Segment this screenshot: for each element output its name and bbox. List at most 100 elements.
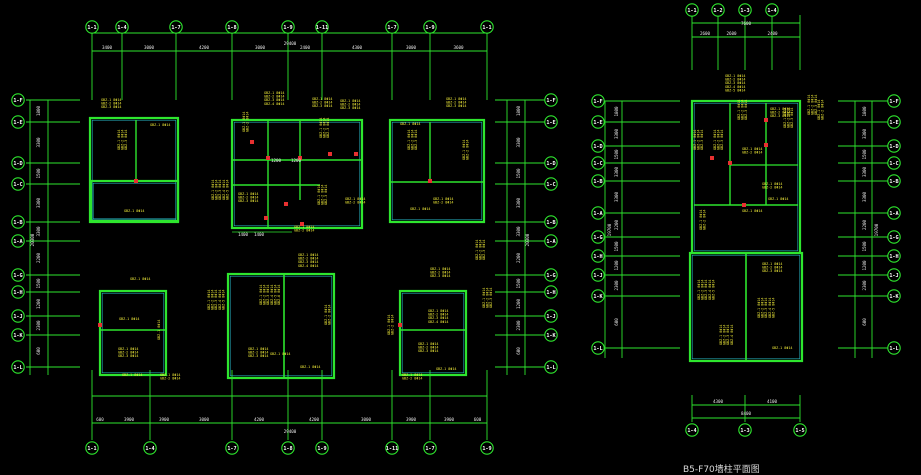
axis-bubble <box>225 20 239 34</box>
axis-bubble <box>887 341 901 355</box>
axis-bubble-label: 1-1 <box>482 25 491 31</box>
dimension-value: 600 <box>96 417 104 422</box>
room-block-sw <box>98 289 168 377</box>
dimension-total: 19700 <box>874 223 879 236</box>
column-marker <box>428 179 432 183</box>
axis-bubble-label: 1-H <box>593 254 602 260</box>
axis-bubble-label: 1-8 <box>227 25 236 31</box>
axis-bubble-label: 1-J <box>546 314 555 320</box>
rebar-annotation: GBZ-2 8Φ14 <box>787 108 791 128</box>
rebar-annotation: GBZ-3 8Φ14 <box>489 288 493 308</box>
column-marker <box>354 152 358 156</box>
rebar-annotation: GBZ-1 8Φ14 <box>742 209 762 213</box>
wall-inner-line <box>401 292 465 374</box>
rebar-annotation: GBZ-2 8Φ14 <box>466 140 470 160</box>
rebar-annotation: GBZ-1 8Φ14 <box>117 130 121 150</box>
axis-bubble <box>685 3 699 17</box>
dimension-value: 3300 <box>516 137 521 148</box>
rebar-annotation: GBZ-3 8Φ14 <box>418 349 438 353</box>
wall-inner-line <box>92 182 177 220</box>
column-marker <box>398 323 402 327</box>
rebar-annotation: GBZ-1 8Φ14 <box>757 298 761 318</box>
axis-bubble-label: 1-4 <box>687 428 696 434</box>
axis-bubble <box>385 441 399 455</box>
axis-bubble-label: 1-4 <box>117 25 126 31</box>
column-marker <box>300 222 304 226</box>
dimension-value: 4200 <box>254 417 265 422</box>
rebar-annotation: GBZ-5 8Φ14 <box>771 298 775 318</box>
column-marker <box>134 179 138 183</box>
dimension-total: 19700 <box>607 223 612 236</box>
axis-bubble <box>887 289 901 303</box>
rebar-annotation: GBZ-3 8Φ14 <box>446 104 466 108</box>
axis-bubble-label: 1-9 <box>425 25 434 31</box>
axis-bubble <box>544 115 558 129</box>
dimension-value: 600 <box>862 318 867 326</box>
dimension-value: 3400 <box>102 45 113 50</box>
rebar-annotation: GBZ-1 8Φ14 <box>160 373 180 377</box>
rebar-annotation: GBZ-1 8Φ14 <box>430 267 450 271</box>
axis-bubble-label: 1-D <box>593 144 602 150</box>
axis-bubble-label: 1-A <box>889 211 899 217</box>
dimension-value: 3300 <box>862 128 867 139</box>
axis-bubble-label: 1-G <box>546 273 555 279</box>
rebar-annotation: GBZ-2 8Φ14 <box>761 298 765 318</box>
dimension-value: 1200 <box>614 260 619 271</box>
rebar-annotation: GBZ-2 8Φ14 <box>264 95 284 99</box>
axis-bubble-label: 1-K <box>889 294 899 300</box>
axis-bubble-label: 1-3 <box>740 428 749 434</box>
column-marker <box>264 216 268 220</box>
rebar-annotation: GBZ-4 8Φ14 <box>428 320 448 324</box>
rebar-annotation: GBZ-1 8Φ14 <box>259 285 263 305</box>
rebar-annotation: GBZ-2 8Φ14 <box>725 78 745 82</box>
rebar-annotation: GBZ-4 8Φ14 <box>708 280 712 300</box>
rebar-annotation: GBZ-3 8Φ14 <box>720 130 724 150</box>
dimension-value: 3300 <box>36 226 41 237</box>
wall-inner-line <box>693 102 799 252</box>
drawing-caption: B5-F70墙柱平面图 <box>683 463 760 475</box>
rebar-annotation: GBZ-2 8Φ14 <box>312 101 332 105</box>
axis-bubble-label: 1-C <box>546 182 555 188</box>
axis-bubble-label: 1-F <box>13 98 22 104</box>
dimension-value: 3000 <box>361 417 372 422</box>
rebar-annotation: GBZ-4 8Φ14 <box>222 180 226 200</box>
dimension-value: 3900 <box>159 417 170 422</box>
rebar-annotation: GBZ-1 8Φ14 <box>298 253 318 257</box>
rebar-annotation: GBZ-4 8Φ14 <box>264 102 284 106</box>
dimension-total: 29400 <box>284 429 297 434</box>
axis-bubble <box>544 309 558 323</box>
axis-bubble-label: 1-J <box>593 273 602 279</box>
axis-bubble-label: 1-E <box>889 120 898 126</box>
rebar-annotation: GBZ-2 8Φ14 <box>248 351 268 355</box>
wall-inner-line <box>101 292 165 374</box>
axis-bubble-label: 1-J <box>13 314 22 320</box>
axis-bubble-label: 1-L <box>889 346 898 352</box>
axis-bubble <box>544 234 558 248</box>
axis-bubble-label: 1-1 <box>87 446 96 452</box>
rebar-annotation: GBZ-3 8Φ14 <box>700 130 704 150</box>
axis-bubble <box>315 441 329 455</box>
rebar-annotation: GBZ-2 8Φ14 <box>701 280 705 300</box>
axis-bubble <box>544 360 558 374</box>
rebar-annotation: GBZ-1 8Φ14 <box>119 317 139 321</box>
column-marker <box>266 156 270 160</box>
rebar-annotation: GBZ-1 8Φ14 <box>699 210 703 230</box>
rebar-annotation: GBZ-1 8Φ14 <box>317 185 321 205</box>
rebar-annotation: GBZ-6 8Φ14 <box>277 285 281 305</box>
axis-bubble <box>887 206 901 220</box>
dimension-value: 4200 <box>199 45 210 50</box>
dimension-total: 20300 <box>525 233 530 246</box>
rebar-annotation: GBZ-2 8Φ14 <box>391 315 395 335</box>
axis-bubble <box>591 341 605 355</box>
dimension-value: 3000 <box>406 45 417 50</box>
axis-bubble <box>591 206 605 220</box>
rebar-annotation: GBZ-1 8Φ14 <box>807 95 811 115</box>
rebar-annotation: GBZ-2 8Φ14 <box>486 288 490 308</box>
rebar-annotation: GBZ-2 8Φ14 <box>238 196 258 200</box>
axis-bubble <box>591 156 605 170</box>
rebar-annotation: GBZ-3 8Φ14 <box>101 105 121 109</box>
rebar-annotation: GBZ-2 8Φ14 <box>762 266 782 270</box>
rebar-annotation: GBZ-2 8Φ14 <box>811 95 815 115</box>
axis-bubble-label: 1-F <box>546 98 555 104</box>
rebar-annotation: GBZ-3 8Φ14 <box>744 100 748 120</box>
